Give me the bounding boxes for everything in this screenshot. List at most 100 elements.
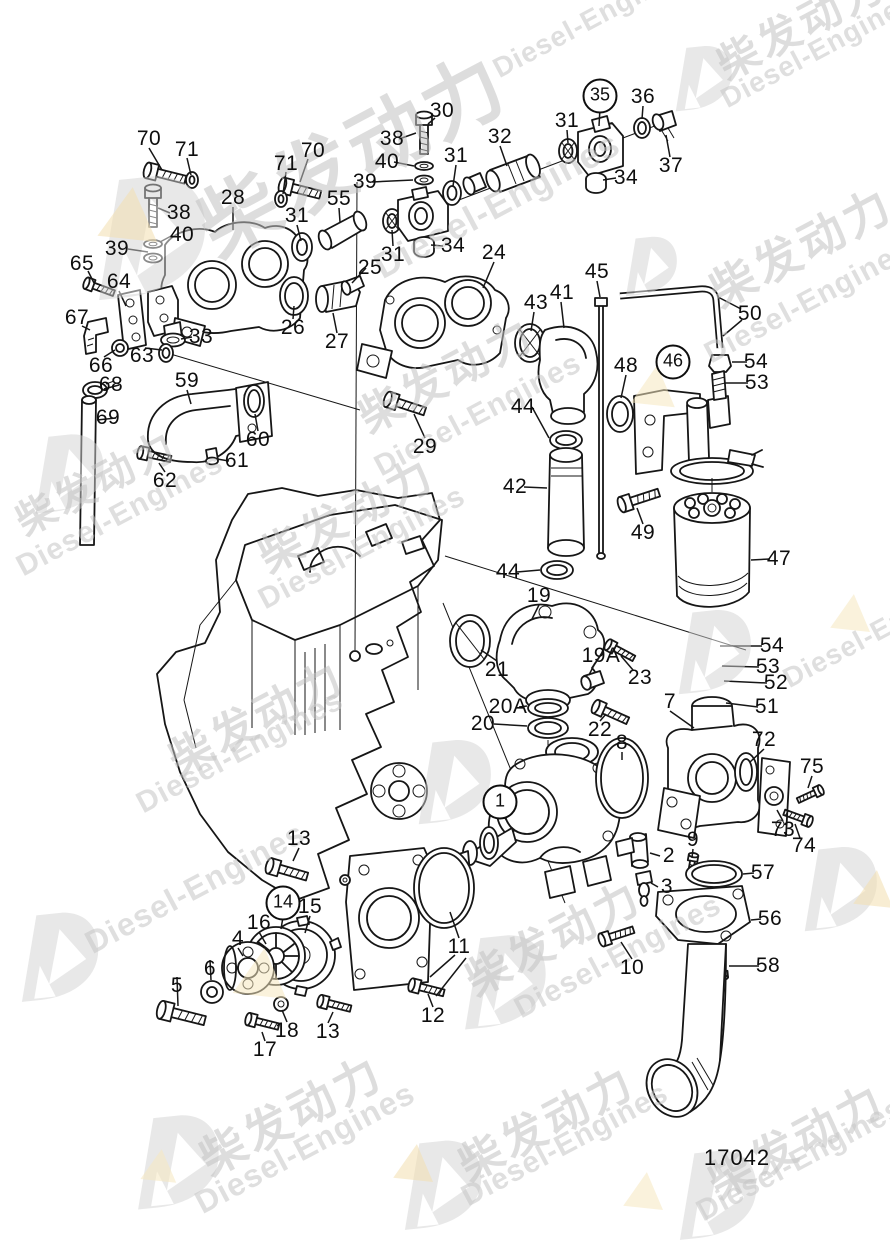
part-54-nut — [709, 355, 731, 372]
part-label-31: 31 — [380, 243, 406, 266]
part-50-pipe — [620, 289, 720, 348]
part-label-4: 4 — [231, 927, 245, 950]
part-label-56: 56 — [757, 907, 783, 930]
part-label-9: 9 — [686, 828, 700, 851]
part-label-54: 54 — [759, 634, 785, 657]
part-label-72: 72 — [751, 728, 777, 751]
part-label-31: 31 — [554, 109, 580, 132]
part-label-20A: 20A — [488, 695, 528, 718]
part-label-41: 41 — [549, 281, 575, 304]
part-label-55: 55 — [326, 187, 352, 210]
part-4-hub — [222, 942, 274, 994]
part-label-49: 49 — [630, 521, 656, 544]
part-label-25: 25 — [357, 256, 383, 279]
part-19A-plug — [580, 671, 604, 691]
part-55-pipe — [316, 210, 369, 252]
part-35-thermostat-housing — [578, 116, 623, 176]
part-label-59: 59 — [174, 369, 200, 392]
part-40-washer — [144, 240, 162, 248]
part-label-10: 10 — [619, 956, 645, 979]
part-label-64: 64 — [106, 270, 132, 293]
part-38-bolt — [144, 183, 162, 228]
part-label-65: 65 — [69, 252, 95, 275]
part-label-52: 52 — [763, 671, 789, 694]
part-label-31: 31 — [443, 144, 469, 167]
part-label-13: 13 — [315, 1020, 341, 1043]
part-label-73: 73 — [770, 818, 796, 841]
part-label-30: 30 — [429, 99, 455, 122]
part-60-gasket-ring — [244, 385, 264, 417]
part-label-27: 27 — [324, 330, 350, 353]
part-32-pipe — [484, 153, 543, 194]
part-label-44: 44 — [510, 395, 536, 418]
part-37-plug — [651, 111, 676, 141]
part-label-61: 61 — [224, 449, 250, 472]
part-label-62: 62 — [152, 469, 178, 492]
part-71-washer — [275, 191, 287, 207]
part-70-bolt — [141, 160, 189, 189]
part-label-26: 26 — [280, 316, 306, 339]
part-67-elbow-fitting — [84, 318, 108, 354]
part-39-washer — [144, 254, 162, 263]
part-33-cap — [161, 322, 185, 347]
part-41-elbow — [538, 327, 597, 424]
part-label-8: 8 — [615, 731, 629, 754]
part-31-seal-ring — [292, 233, 312, 261]
part-label-24: 24 — [481, 241, 507, 264]
part-6-washer — [201, 981, 223, 1003]
part-20-seal — [528, 718, 568, 738]
part-label-22: 22 — [587, 718, 613, 741]
part-label-46: 46 — [655, 344, 691, 380]
part-label-18: 18 — [274, 1019, 300, 1042]
part-34-nut — [586, 173, 606, 193]
part-label-16: 16 — [246, 911, 272, 934]
part-label-17: 17 — [252, 1038, 278, 1061]
part-68-clamp — [83, 381, 114, 398]
part-label-38: 38 — [379, 127, 405, 150]
part-label-6: 6 — [203, 957, 217, 980]
part-label-71: 71 — [174, 138, 200, 161]
part-63-washer — [159, 344, 173, 362]
part-20A-seal — [528, 699, 568, 717]
thermostat-pipe-fittings — [383, 111, 676, 257]
part-49-bolt — [615, 484, 663, 515]
part-75-bolt — [795, 783, 826, 806]
part-69-hose — [80, 396, 96, 545]
pipe-sleeve — [461, 173, 486, 196]
part-label-50: 50 — [737, 302, 763, 325]
part-39-washer — [415, 176, 433, 185]
part-label-38: 38 — [166, 201, 192, 224]
part-25-plug — [340, 276, 364, 296]
part-label-53: 53 — [744, 371, 770, 394]
part-24-manifold-group — [357, 276, 509, 378]
part-label-29: 29 — [412, 435, 438, 458]
part-label-68: 68 — [98, 373, 124, 396]
part-label-47: 47 — [766, 547, 792, 570]
part-label-74: 74 — [791, 834, 817, 857]
part-label-7: 7 — [663, 690, 677, 713]
part-label-40: 40 — [374, 150, 400, 173]
part-71-washer — [186, 172, 198, 188]
part-label-67: 67 — [64, 306, 90, 329]
part-31-seal — [443, 181, 461, 205]
part-label-14: 14 — [265, 885, 301, 921]
part-label-20: 20 — [470, 712, 496, 735]
part-label-66: 66 — [88, 354, 114, 377]
part-10-bolt — [596, 922, 637, 949]
part-label-32: 32 — [487, 125, 513, 148]
part-label-36: 36 — [630, 85, 656, 108]
part-label-51: 51 — [754, 695, 780, 718]
part-label-3: 3 — [660, 875, 674, 898]
part-label-63: 63 — [129, 344, 155, 367]
part-label-70: 70 — [136, 127, 162, 150]
part-36-washer — [634, 118, 650, 138]
small-washer — [340, 875, 350, 885]
pipe-connector-housing — [398, 187, 448, 241]
part-label-48: 48 — [613, 354, 639, 377]
part-label-69: 69 — [95, 406, 121, 429]
part-61-nut — [206, 448, 218, 465]
part-44-seal — [541, 561, 573, 579]
part-73-cover-plate — [758, 758, 790, 836]
